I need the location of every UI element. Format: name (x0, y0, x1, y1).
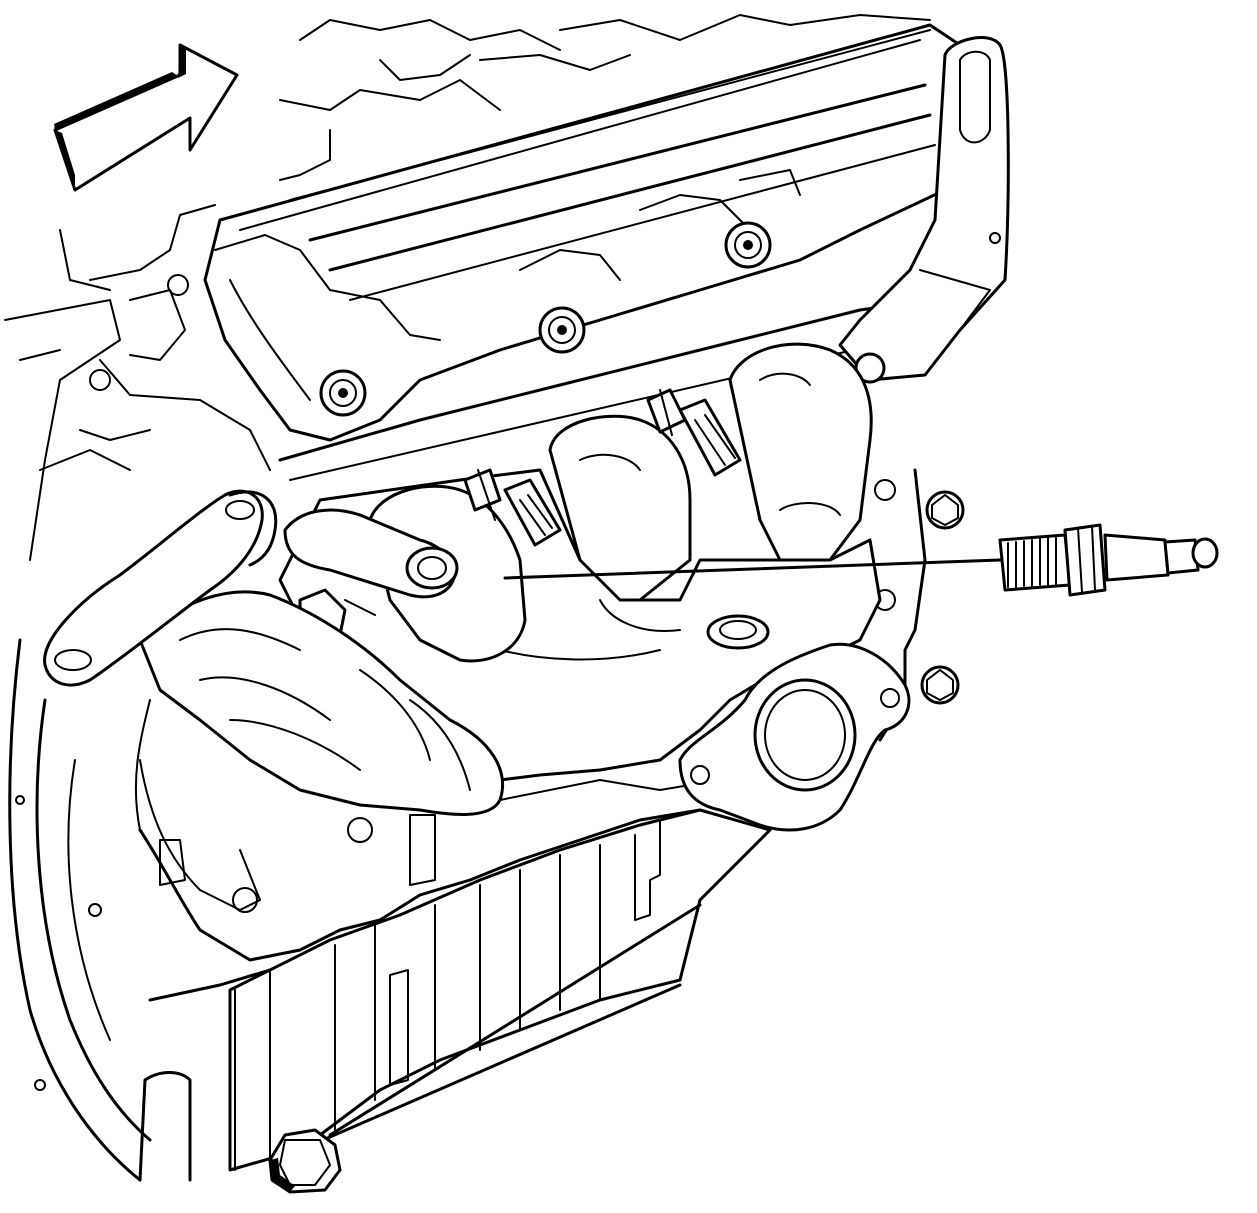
flywheel (8, 638, 152, 1182)
valve-cover-bolt (319, 369, 367, 417)
manifold-stud (503, 478, 562, 547)
lifting-bracket (838, 36, 1010, 384)
manifold-stud (463, 468, 502, 521)
valve-cover-bolt (538, 306, 586, 354)
oil-pan (138, 808, 772, 1182)
arrow-front-icon (53, 43, 239, 192)
oxygen-sensor (503, 523, 1219, 597)
block-bolt (920, 665, 960, 705)
valve-cover-bolt (724, 221, 772, 269)
manifold-stud (678, 398, 742, 477)
front-exhaust-pipe (43, 489, 505, 911)
block-bolt (925, 490, 965, 530)
drain-bolt (268, 983, 682, 1194)
exhaust-flange (678, 642, 911, 832)
valve-cover (203, 23, 962, 481)
